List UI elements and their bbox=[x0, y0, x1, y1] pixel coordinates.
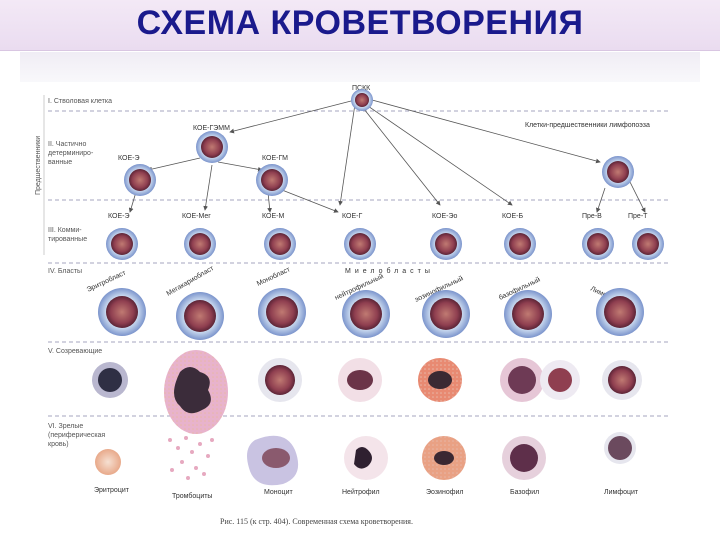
row-title-3a: III. Комми- bbox=[48, 227, 82, 234]
committed-label: КОЕ-М bbox=[262, 213, 284, 220]
committed-cell bbox=[106, 228, 138, 260]
stem-cell bbox=[351, 89, 373, 111]
row-title-1: I. Стволовая клетка bbox=[48, 98, 112, 105]
maturing-lympho bbox=[602, 360, 642, 400]
committed-cell bbox=[582, 228, 614, 260]
blast-cell bbox=[98, 288, 146, 336]
koe-gemm-cell bbox=[196, 131, 228, 163]
maturing-mono bbox=[258, 358, 302, 402]
blast-cell bbox=[422, 290, 470, 338]
committed-labels: КОЕ-Э КОЕ-Мег КОЕ-М КОЕ-Г КОЕ-Эо КОЕ-Б П… bbox=[108, 213, 648, 220]
lymph-precursor-cell bbox=[602, 156, 634, 188]
mature-cells bbox=[95, 432, 636, 486]
blast-label: Мегакариобласт bbox=[165, 264, 216, 298]
committed-label: Пре-Т bbox=[628, 213, 648, 220]
row-title-2a: II. Частично bbox=[48, 141, 86, 148]
row-title-5: V. Созревающие bbox=[48, 348, 102, 355]
node-label-koe-gm: КОЕ-ГМ bbox=[262, 155, 288, 162]
committed-cell bbox=[632, 228, 664, 260]
myeloblasts-label: Миелобласты bbox=[345, 267, 434, 275]
committed-cell bbox=[430, 228, 462, 260]
side-label: Предшественники bbox=[35, 136, 42, 195]
row-title-6c: кровь) bbox=[48, 441, 69, 448]
erythrocyte bbox=[95, 449, 121, 475]
title-bar bbox=[0, 0, 720, 51]
maturing-cells bbox=[92, 350, 642, 434]
mature-labels: Эритроцит Тромбоциты Моноцит Нейтрофил Э… bbox=[94, 487, 639, 500]
mature-label: Лимфоцит bbox=[604, 489, 639, 496]
blast-cell bbox=[342, 290, 390, 338]
maturing-baso bbox=[500, 358, 544, 402]
blast-cell bbox=[596, 288, 644, 336]
committed-label: КОЕ-Эо bbox=[432, 213, 457, 220]
koe-e-upper-cell bbox=[124, 164, 156, 196]
node-label-koe-e-upper: КОЕ-Э bbox=[118, 155, 139, 162]
row-title-4: IV. Бласты bbox=[48, 268, 82, 275]
committed-label: КОЕ-Мег bbox=[182, 213, 211, 220]
row-title-2c: ванные bbox=[48, 159, 72, 166]
blast-cell bbox=[176, 292, 224, 340]
maturing-neutro bbox=[338, 358, 382, 402]
mature-label: Тромбоциты bbox=[172, 492, 212, 500]
row-separators bbox=[48, 110, 670, 417]
monocyte bbox=[247, 435, 299, 486]
committed-cell bbox=[184, 228, 216, 260]
row-title-2b: детерминиро- bbox=[48, 150, 94, 157]
committed-label: КОЕ-Г bbox=[342, 213, 362, 220]
eosinophil bbox=[422, 436, 466, 480]
mature-label: Эозинофил bbox=[426, 489, 463, 496]
mature-label: Эритроцит bbox=[94, 487, 130, 494]
committed-label: КОЕ-Б bbox=[502, 213, 523, 220]
slide-title: СХЕМА КРОВЕТВОРЕНИЯ bbox=[136, 4, 584, 42]
mature-label: Нейтрофил bbox=[342, 488, 380, 496]
mature-label: Базофил bbox=[510, 489, 539, 496]
blast-label: Монобласт bbox=[255, 265, 292, 288]
maturing-erythro bbox=[92, 362, 128, 398]
node-label-lymph-precursors: Клетки-предшественники лимфопоэза bbox=[525, 122, 650, 129]
mature-label: Моноцит bbox=[264, 489, 293, 496]
row-title-6b: (периферическая bbox=[48, 432, 105, 439]
maturing-eosino bbox=[418, 358, 462, 402]
maturing-myelocyte bbox=[540, 360, 580, 400]
node-label-pskk: ПСКК bbox=[352, 85, 371, 92]
title-reflection bbox=[20, 52, 700, 82]
lymphocyte bbox=[604, 432, 636, 464]
blast-cell bbox=[258, 288, 306, 336]
blast-cell bbox=[504, 290, 552, 338]
megakaryocyte bbox=[164, 350, 228, 434]
committed-cell bbox=[344, 228, 376, 260]
committed-cells bbox=[106, 228, 664, 260]
neutrophil bbox=[344, 436, 388, 480]
committed-cell bbox=[264, 228, 296, 260]
koe-gm-cell bbox=[256, 164, 288, 196]
figure-caption: Рис. 115 (к стр. 404). Современная схема… bbox=[220, 517, 413, 526]
platelets bbox=[168, 436, 214, 480]
node-label-koe-gemm: КОЕ-ГЭММ bbox=[193, 125, 230, 132]
committed-label: Пре-В bbox=[582, 213, 602, 220]
committed-cell bbox=[504, 228, 536, 260]
blast-cells bbox=[98, 288, 644, 340]
row-title-6a: VI. Зрелые bbox=[48, 423, 83, 430]
committed-label: КОЕ-Э bbox=[108, 213, 129, 220]
basophil bbox=[502, 436, 546, 480]
row-title-3b: тированные bbox=[48, 236, 87, 243]
